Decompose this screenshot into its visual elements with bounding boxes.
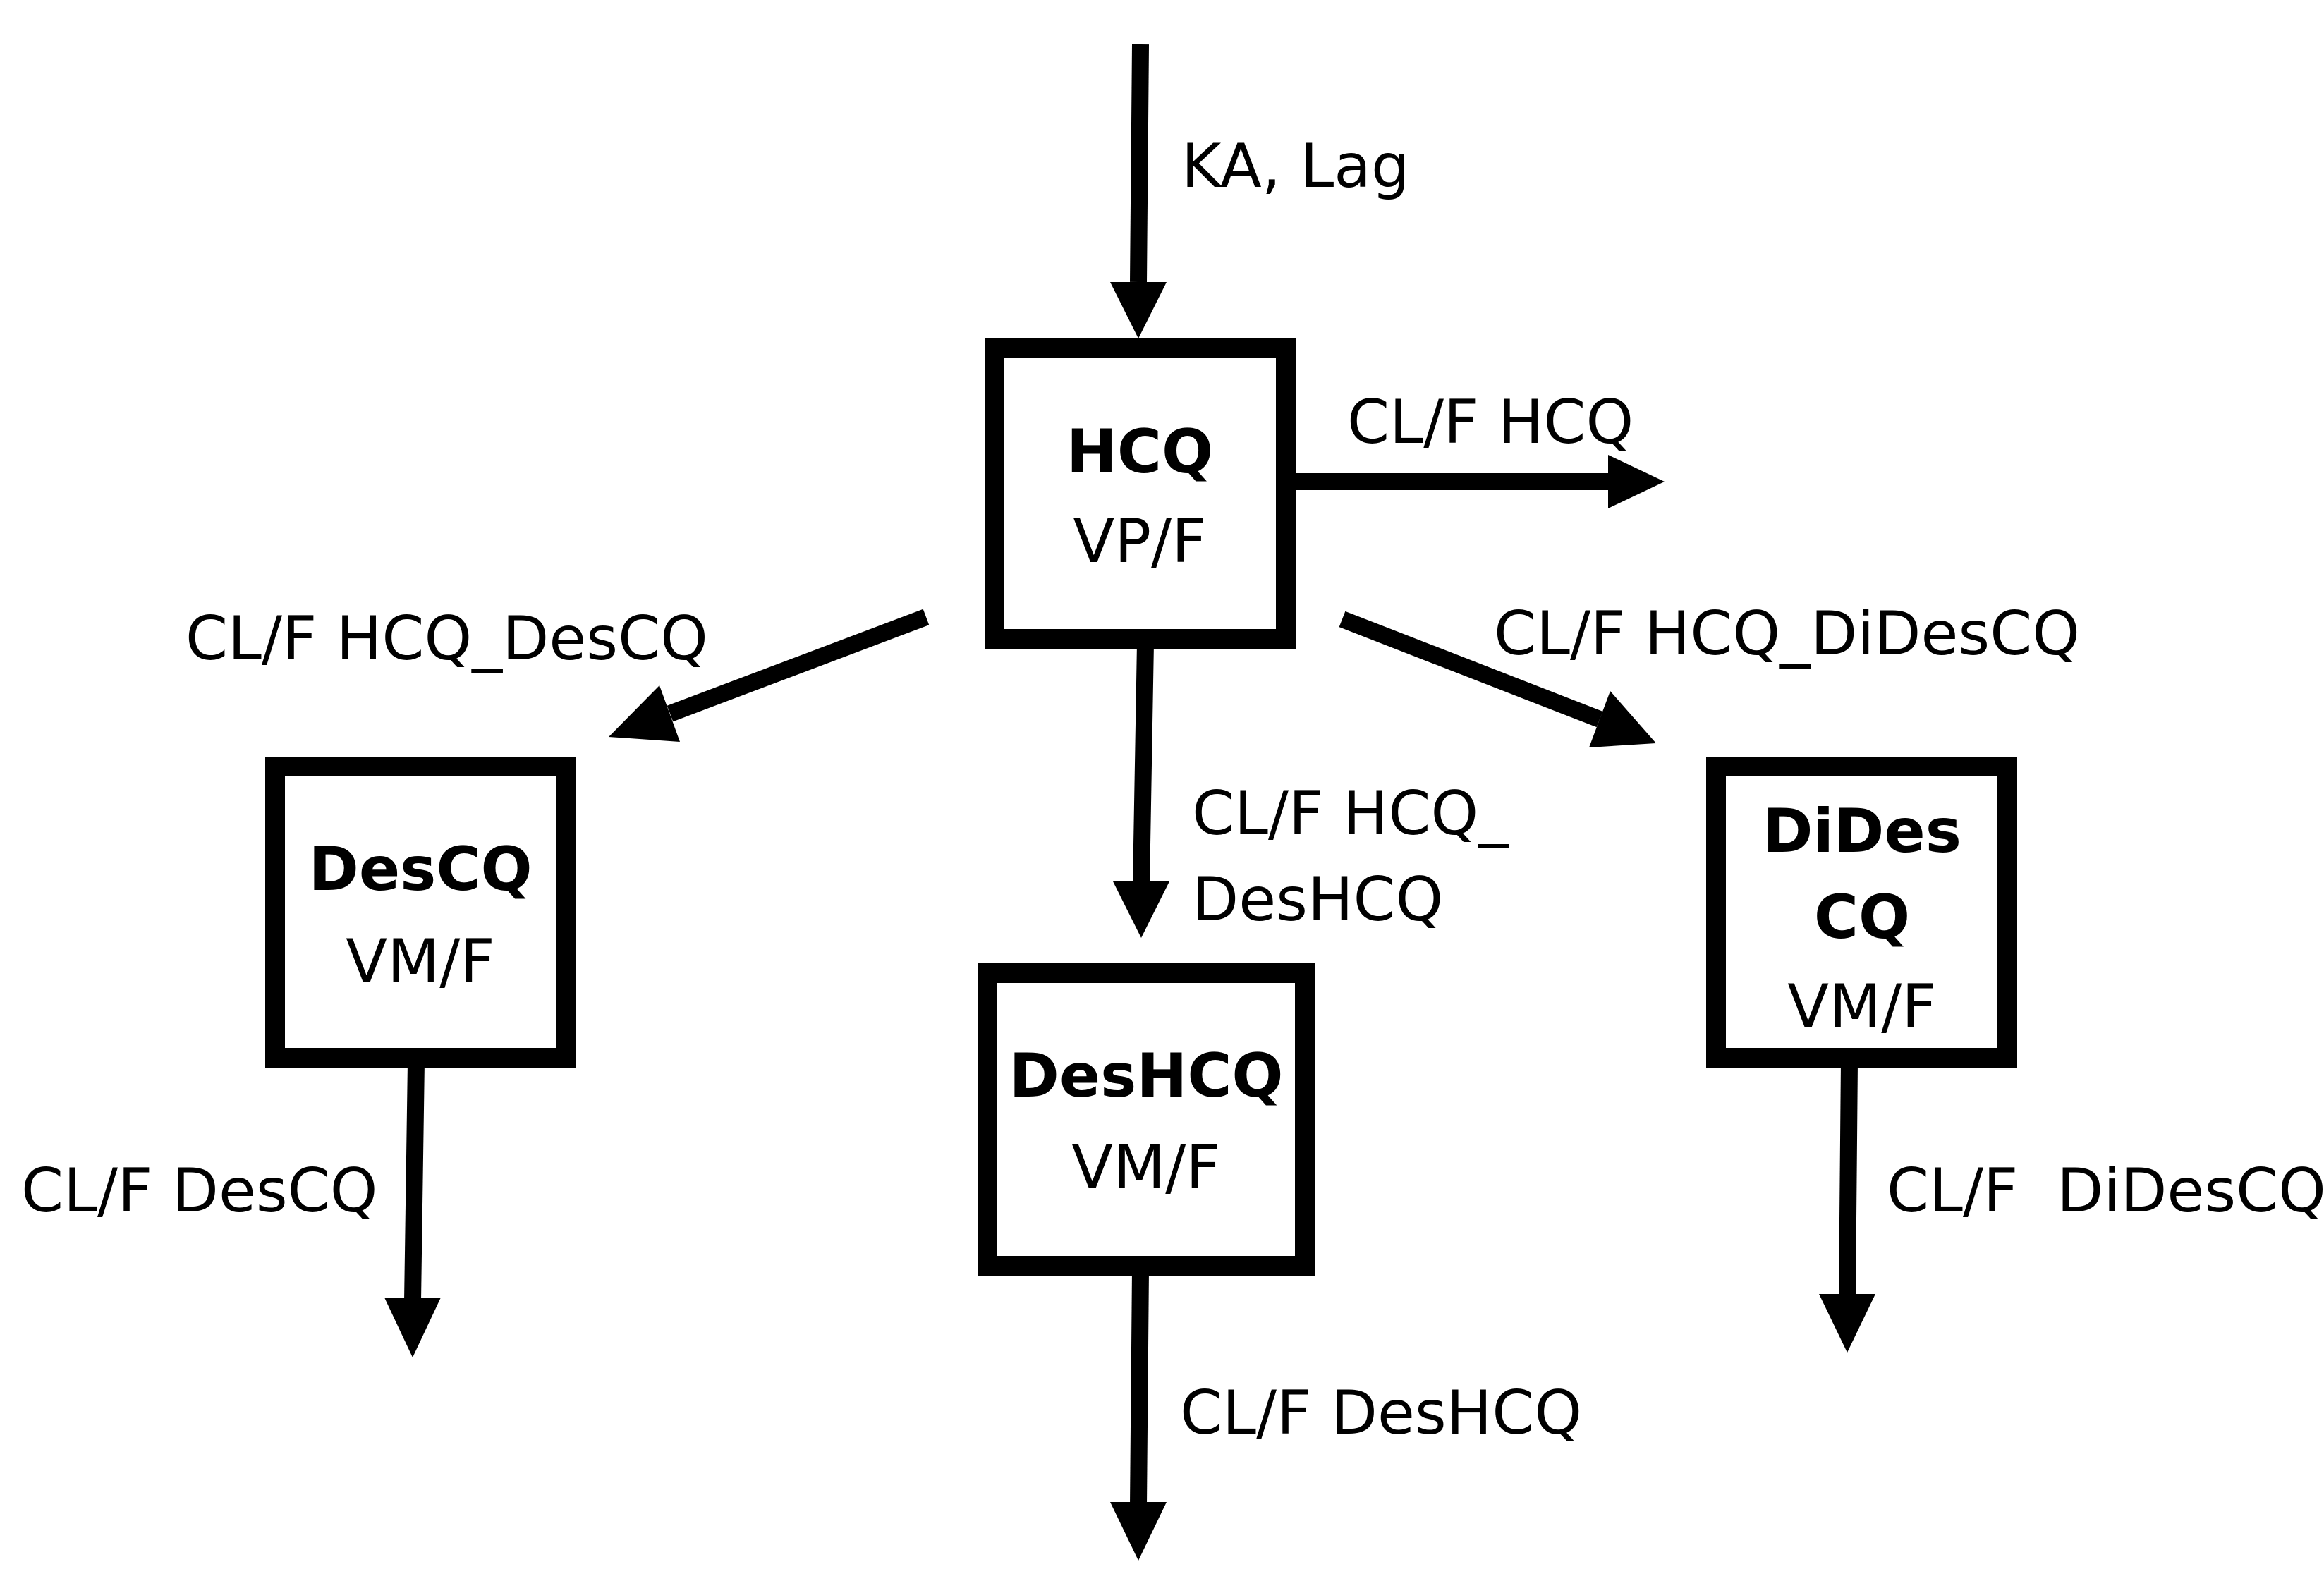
descq-elimination-arrow (384, 1061, 441, 1357)
label-cl-hcq-didescq: CL/F HCQ_DiDesCQ (1494, 599, 2080, 669)
compartment-descq-name: DesCQ (308, 834, 532, 905)
label-cl-hcq-deshcq-line2: DesHCQ (1192, 865, 1443, 935)
compartment-hcq-volume: VP/F (1073, 506, 1206, 577)
label-cl-hcq: CL/F HCQ (1347, 387, 1634, 458)
compartment-didescq-name-line2: CQ (1814, 882, 1910, 953)
compartment-didescq-volume: VM/F (1787, 972, 1936, 1042)
hcq-to-descq-arrow (609, 609, 930, 742)
compartment-hcq: HCQ VP/F (985, 338, 1296, 649)
compartment-deshcq-name: DesHCQ (1009, 1041, 1283, 1111)
compartment-hcq-name: HCQ (1066, 417, 1213, 487)
label-absorption: KA, Lag (1181, 131, 1410, 202)
label-cl-descq: CL/F DesCQ (21, 1156, 377, 1226)
compartment-didescq-name-line1: DiDes (1763, 796, 1961, 867)
hcq-to-didescq-arrow (1339, 611, 1656, 747)
compartment-didescq: DiDes CQ VM/F (1706, 757, 2017, 1068)
compartment-deshcq-volume: VM/F (1071, 1133, 1220, 1203)
compartment-deshcq: DesHCQ VM/F (978, 963, 1315, 1276)
label-cl-hcq-descq: CL/F HCQ_DesCQ (185, 604, 708, 674)
hcq-elimination-arrow (1287, 455, 1665, 508)
compartment-descq-volume: VM/F (346, 927, 494, 997)
absorption-arrow (1110, 44, 1167, 338)
deshcq-elimination-arrow (1110, 1269, 1167, 1561)
hcq-to-deshcq-arrow (1113, 642, 1169, 938)
label-cl-didescq: CL/F DiDesCQ (1887, 1156, 2324, 1226)
label-cl-deshcq: CL/F DesHCQ (1180, 1378, 1582, 1448)
compartment-descq: DesCQ VM/F (265, 757, 576, 1068)
didescq-elimination-arrow (1819, 1061, 1875, 1353)
label-cl-hcq-deshcq-line1: CL/F HCQ_ (1192, 779, 1509, 849)
